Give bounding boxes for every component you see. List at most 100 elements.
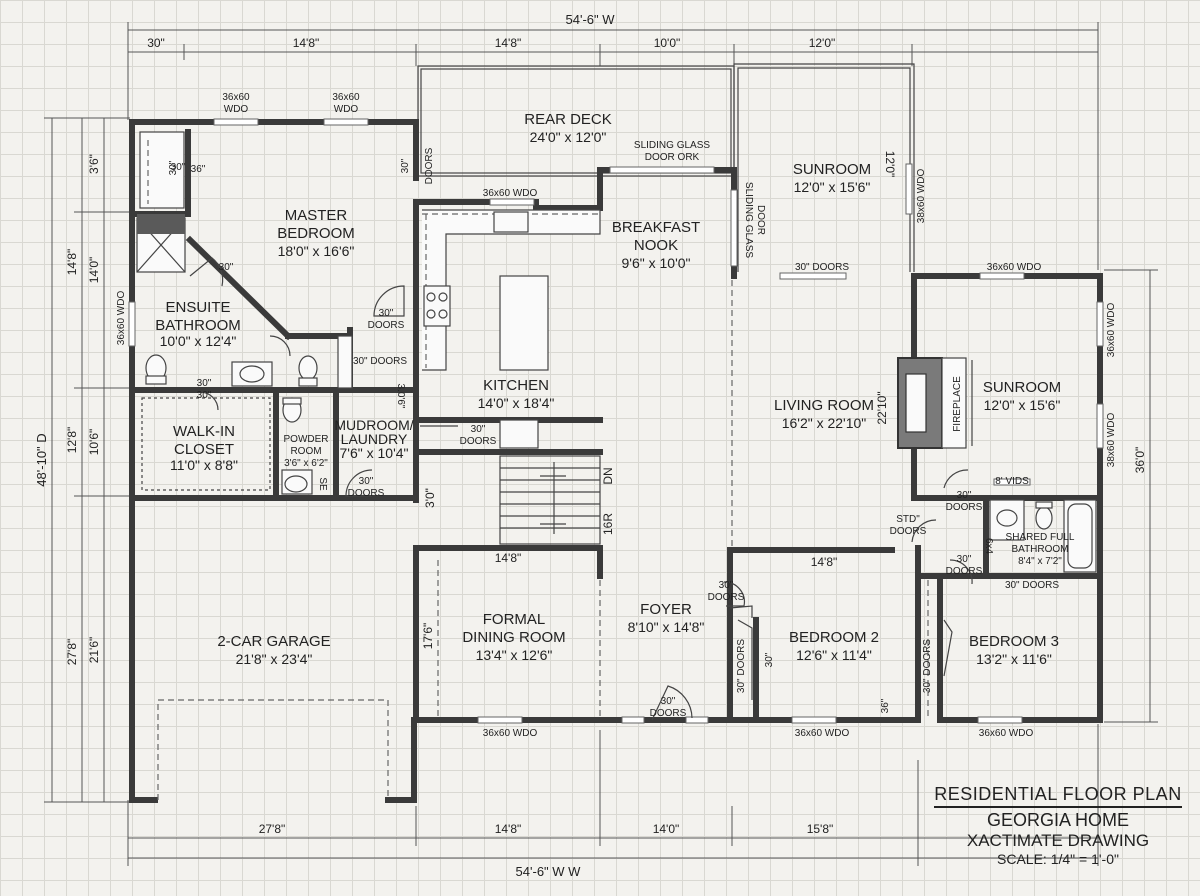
mudroom-size: 7'6" x 10'4" bbox=[340, 445, 409, 461]
top-dim-2: 14'8" bbox=[293, 36, 320, 50]
room-labels: REAR DECK 24'0" x 12'0" SUNROOM 12'0" x … bbox=[155, 111, 1075, 667]
laundry-unit bbox=[337, 335, 353, 389]
annotations: 36x60 WDO 36x60 WDO 36x60 WDO 36x60 WDO … bbox=[116, 92, 1117, 739]
master-name-2: BEDROOM bbox=[277, 225, 355, 242]
kitchen-sink-2 bbox=[499, 419, 539, 449]
bed3-closet-doors: 30" DOORS bbox=[922, 639, 933, 693]
top-dim-4: 10'0" bbox=[654, 36, 681, 50]
closet-door-30b: 30" bbox=[197, 390, 212, 401]
stairs-risers: 16R bbox=[601, 513, 615, 535]
ensuite-name-1: ENSUITE bbox=[165, 299, 230, 316]
ensuite-30: 30" bbox=[219, 262, 234, 273]
bed2-closet-doors: 30" DOORS bbox=[736, 639, 747, 693]
sunroom-right-name: SUNROOM bbox=[983, 379, 1061, 396]
closet-name-2: CLOSET bbox=[174, 441, 234, 458]
powder-toilet-upper bbox=[298, 355, 318, 381]
kitchen-island bbox=[499, 275, 549, 371]
overall-width-top: 54'-6" W bbox=[566, 12, 616, 27]
shower-bench bbox=[137, 214, 185, 234]
sunroom-wdo-right-1: 36x60 WDO bbox=[1106, 303, 1117, 358]
sunroom-upper-wdo: 38x60 WDO bbox=[916, 169, 927, 224]
bed2-closet-30: 30" bbox=[764, 652, 775, 667]
top-dim-5: 12'0" bbox=[809, 36, 836, 50]
laundry-30-doors: 30" DOORS bbox=[353, 356, 407, 367]
overall-width-bottom: 54'-6" W W bbox=[516, 864, 582, 879]
closet-30: 30" bbox=[168, 160, 179, 175]
dining-size: 13'4" x 12'6" bbox=[476, 647, 553, 663]
rear-deck-size: 24'0" x 12'0" bbox=[530, 129, 607, 145]
dimension-texts: 54'-6" W 30" 14'8" 14'8" 10'0" 12'0" 27'… bbox=[34, 12, 1147, 879]
closet-shelf bbox=[141, 397, 271, 491]
bottom-dim-3: 14'0" bbox=[653, 822, 680, 836]
windows bbox=[128, 118, 1104, 724]
foyer-name: FOYER bbox=[640, 601, 692, 618]
ensuite-name-2: BATHROOM bbox=[155, 317, 241, 334]
overall-depth: 48'-10" D bbox=[34, 433, 49, 486]
garage-door-outline bbox=[157, 699, 389, 800]
bathtub bbox=[1063, 499, 1097, 573]
bottom-dim-1: 27'8" bbox=[259, 822, 286, 836]
wdo-label-2b: WDO bbox=[334, 104, 359, 115]
left-inner-dim-4: 21'6" bbox=[87, 637, 101, 664]
shared-toilet bbox=[1035, 506, 1053, 530]
sunroom-window-right-1 bbox=[1096, 301, 1104, 347]
sunroom-upper-depth: 12'0" bbox=[883, 151, 897, 178]
bedroom2-name: BEDROOM 2 bbox=[789, 629, 879, 646]
master-size: 18'0" x 16'6" bbox=[278, 243, 355, 259]
wdo-label-1a: 36x60 bbox=[222, 92, 250, 103]
hall-door-doors: DOORS bbox=[946, 566, 983, 577]
title-line-2: GEORGIA HOME bbox=[986, 810, 1130, 830]
std-doors-1: STD" bbox=[896, 514, 920, 525]
top-dim-1: 30" bbox=[147, 36, 165, 50]
bottom-dim-2: 14'8" bbox=[495, 822, 522, 836]
bed2-door-30: 30" bbox=[719, 580, 734, 591]
left-inner-dim-2: 14'0" bbox=[87, 257, 101, 284]
std-doors-2: DOORS bbox=[890, 526, 927, 537]
closet-36: 36" bbox=[191, 164, 206, 175]
left-inner-dim-1: 3'6" bbox=[87, 154, 101, 174]
nook-size: 9'6" x 10'0" bbox=[622, 255, 691, 271]
bottom-dim-4: 15'8" bbox=[807, 822, 834, 836]
stairs bbox=[499, 455, 601, 545]
bed2-wdo: 36x60 WDO bbox=[795, 728, 850, 739]
fireplace-label: FIREPLACE bbox=[952, 376, 963, 432]
powder-name-1: POWDER bbox=[284, 434, 329, 445]
title-line-1: RESIDENTIAL FLOOR PLAN bbox=[934, 784, 1182, 808]
bed2-36: 36" bbox=[880, 698, 891, 713]
sunroom-right-size: 12'0" x 15'6" bbox=[984, 397, 1061, 413]
ensuite-window bbox=[128, 301, 136, 347]
top-dim-3: 14'8" bbox=[495, 36, 522, 50]
dining-window bbox=[477, 716, 523, 724]
kitchen-door-30: 30" bbox=[471, 424, 486, 435]
bath-door-doors: DOORS bbox=[946, 502, 983, 513]
mud-door-doors: DOORS bbox=[348, 488, 385, 499]
kitchen-sink bbox=[493, 211, 529, 233]
right-dim: 36'0" bbox=[1133, 447, 1147, 474]
master-door-30: 30" bbox=[379, 308, 394, 319]
sliding-door-label-1: SLIDING GLASS bbox=[634, 140, 710, 151]
sunroom-upper-name: SUNROOM bbox=[793, 161, 871, 178]
living-name: LIVING ROOM bbox=[774, 397, 874, 414]
sliding-vids-label: 8' VIDS bbox=[995, 476, 1029, 487]
sunroom-slider-glass bbox=[730, 189, 738, 267]
stair-tag: 3.0'6" bbox=[395, 384, 406, 409]
stairs-down: DN bbox=[601, 467, 615, 484]
shared-bath-size: 8'4" x 7'2" bbox=[1018, 556, 1062, 567]
hall-door-30: 30" bbox=[957, 554, 972, 565]
living-depth: 22'10" bbox=[875, 391, 889, 424]
title-line-3: XACTIMATE DRAWING bbox=[966, 831, 1150, 850]
bedroom3-name: BEDROOM 3 bbox=[969, 633, 1059, 650]
shared-bath-name-1: SHARED FULL bbox=[1006, 532, 1075, 543]
powder-size: 3'6" x 6'2" bbox=[284, 458, 328, 469]
cooktop bbox=[423, 285, 451, 327]
bath-door-30: 30" bbox=[957, 490, 972, 501]
dining-depth: 17'6" bbox=[421, 623, 435, 650]
mudroom-name-1: MUDROOM/ bbox=[334, 417, 413, 433]
sunroom-30-doors bbox=[779, 272, 847, 280]
foyer-sidelight-1 bbox=[621, 716, 645, 724]
dining-width: 14'8" bbox=[495, 551, 522, 565]
sliding-door-label-2: DOOR ORK bbox=[645, 152, 700, 163]
mud-door-30: 30" bbox=[359, 476, 374, 487]
dining-wdo: 36x60 WDO bbox=[483, 728, 538, 739]
